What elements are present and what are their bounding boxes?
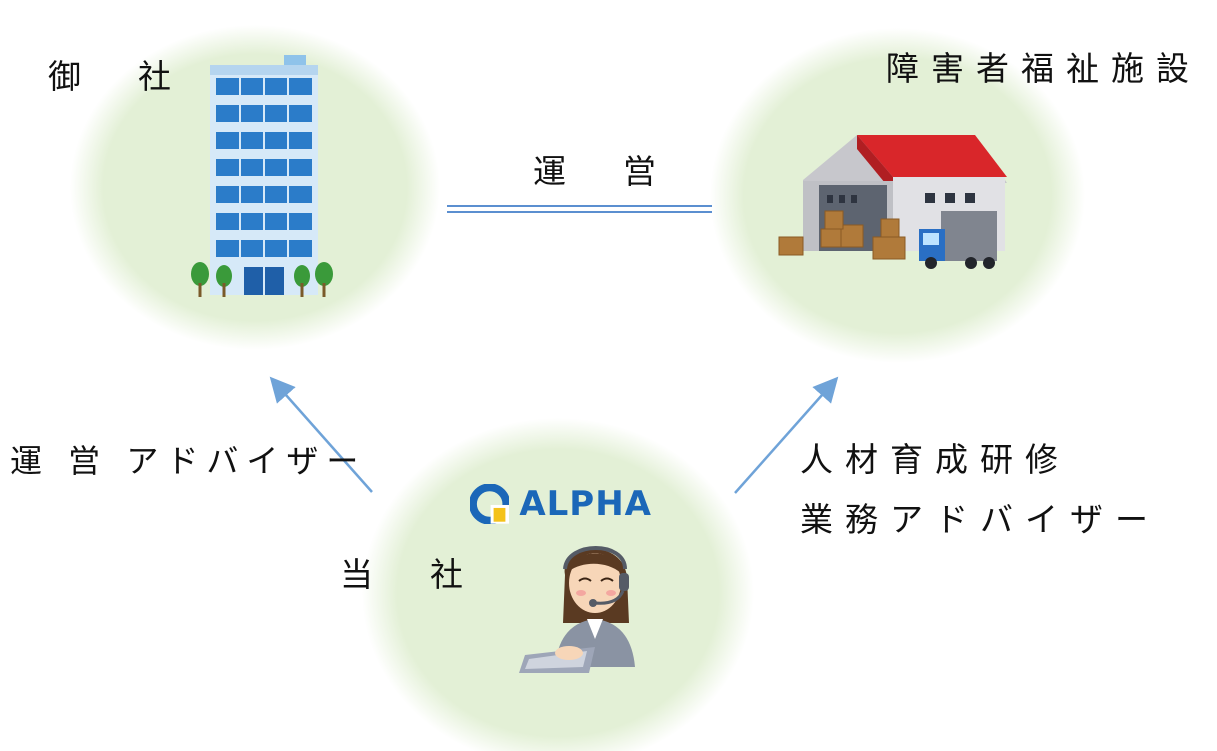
operation-advisor-label: 運 営 アドバイザー — [10, 442, 367, 480]
operation-label: 運 営 — [533, 152, 668, 191]
warehouse-icon — [778, 135, 1007, 269]
arrow-to-client — [269, 376, 373, 493]
facility-label: 障害者福祉施設 — [886, 49, 1201, 88]
alpha-logo: ALPHA — [470, 482, 652, 526]
alpha-logo-text: ALPHA — [519, 484, 652, 524]
us-label: 当 社 — [340, 555, 475, 594]
training-label: 人材育成研修 業務アドバイザー — [800, 430, 1160, 550]
operation-double-line — [447, 205, 712, 213]
us-circle — [362, 418, 754, 751]
office-building-icon — [191, 55, 333, 297]
arrow-to-facility — [734, 376, 839, 494]
training-label-line1: 人材育成研修 — [800, 440, 1070, 479]
alpha-logo-mark-icon — [470, 484, 510, 524]
client-label: 御 社 — [48, 57, 183, 96]
operator-woman-icon — [519, 546, 635, 673]
training-label-line2: 業務アドバイザー — [800, 500, 1160, 539]
